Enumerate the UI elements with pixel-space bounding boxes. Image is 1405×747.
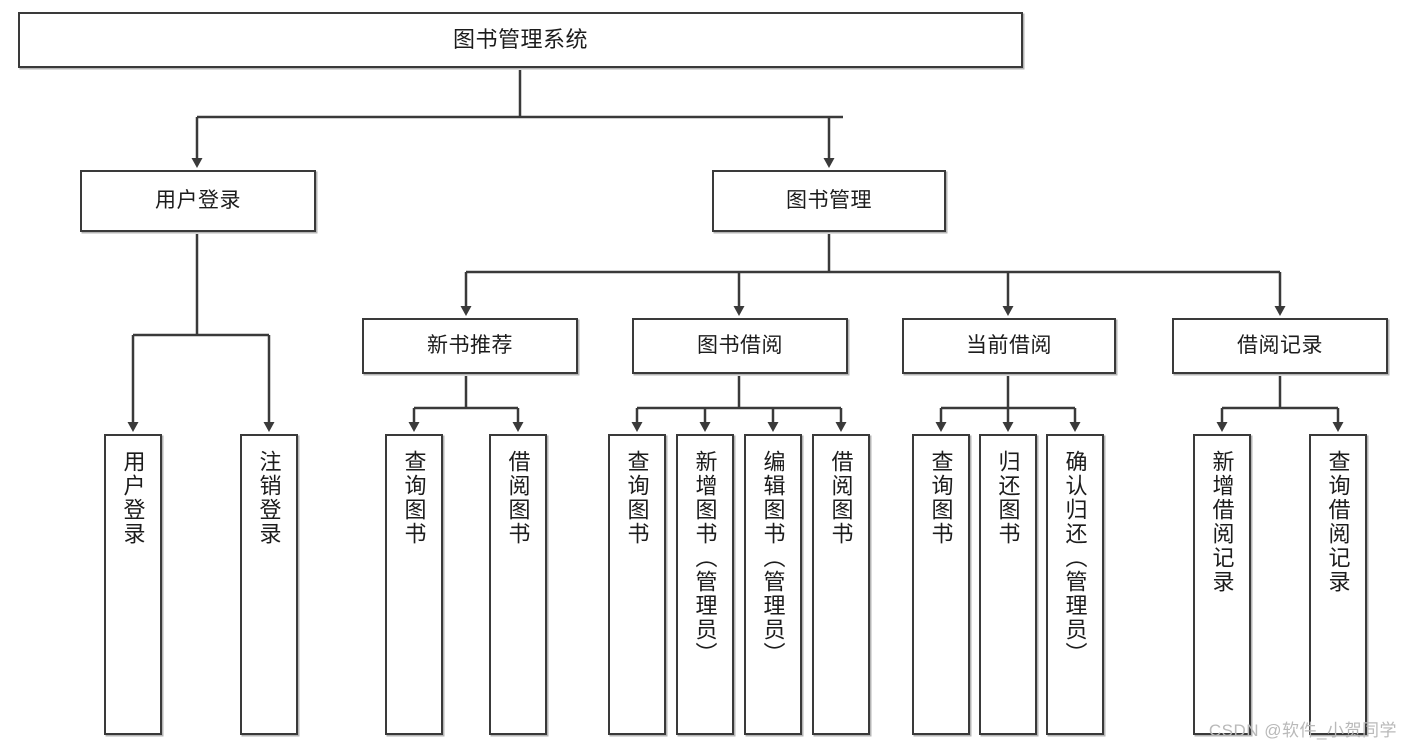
node-user-login[interactable]: 用户登录 bbox=[80, 170, 316, 232]
leaf-borrow-book-label: 借阅图书 bbox=[828, 450, 854, 546]
node-user-login-label: 用户登录 bbox=[155, 189, 241, 213]
node-book-borrow[interactable]: 图书借阅 bbox=[632, 318, 848, 374]
leaf-query-book-borrow-label: 查询图书 bbox=[624, 450, 650, 546]
leaf-query-borrow-record-label: 查询借阅记录 bbox=[1325, 450, 1351, 594]
leaf-borrow-book[interactable]: 借阅图书 bbox=[812, 434, 870, 735]
node-new-book-recommend[interactable]: 新书推荐 bbox=[362, 318, 578, 374]
node-borrow-records[interactable]: 借阅记录 bbox=[1172, 318, 1388, 374]
leaf-user-login[interactable]: 用户登录 bbox=[104, 434, 162, 735]
leaf-confirm-return-admin-label: 确认归还（管理员） bbox=[1062, 450, 1088, 666]
node-root-label: 图书管理系统 bbox=[452, 26, 588, 52]
leaf-borrow-book-recommend-label: 借阅图书 bbox=[505, 450, 531, 546]
csdn-watermark: CSDN @软件_小贺同学 bbox=[1208, 721, 1397, 740]
leaf-confirm-return-admin[interactable]: 确认归还（管理员） bbox=[1046, 434, 1104, 735]
node-borrow-records-label: 借阅记录 bbox=[1237, 334, 1323, 358]
leaf-return-book-label: 归还图书 bbox=[995, 450, 1021, 546]
node-book-management-label: 图书管理 bbox=[786, 189, 872, 213]
node-book-borrow-label: 图书借阅 bbox=[697, 334, 783, 358]
leaf-user-login-label: 用户登录 bbox=[120, 450, 146, 546]
node-current-borrow-label: 当前借阅 bbox=[966, 334, 1052, 358]
leaf-add-borrow-record-label: 新增借阅记录 bbox=[1209, 450, 1235, 594]
leaf-edit-book-admin-label: 编辑图书（管理员） bbox=[760, 450, 786, 666]
leaf-borrow-book-recommend[interactable]: 借阅图书 bbox=[489, 434, 547, 735]
leaf-logout[interactable]: 注销登录 bbox=[240, 434, 298, 735]
leaf-add-borrow-record[interactable]: 新增借阅记录 bbox=[1193, 434, 1251, 735]
leaf-add-book-admin-label: 新增图书（管理员） bbox=[692, 450, 718, 666]
leaf-query-book-current[interactable]: 查询图书 bbox=[912, 434, 970, 735]
node-current-borrow[interactable]: 当前借阅 bbox=[902, 318, 1116, 374]
node-root[interactable]: 图书管理系统 bbox=[18, 12, 1023, 68]
leaf-return-book[interactable]: 归还图书 bbox=[979, 434, 1037, 735]
leaf-query-book-recommend-label: 查询图书 bbox=[401, 450, 427, 546]
leaf-query-book-borrow[interactable]: 查询图书 bbox=[608, 434, 666, 735]
node-book-management[interactable]: 图书管理 bbox=[712, 170, 946, 232]
leaf-query-borrow-record[interactable]: 查询借阅记录 bbox=[1309, 434, 1367, 735]
node-new-book-recommend-label: 新书推荐 bbox=[427, 334, 513, 358]
leaf-query-book-recommend[interactable]: 查询图书 bbox=[385, 434, 443, 735]
leaf-edit-book-admin[interactable]: 编辑图书（管理员） bbox=[744, 434, 802, 735]
leaf-add-book-admin[interactable]: 新增图书（管理员） bbox=[676, 434, 734, 735]
leaf-query-book-current-label: 查询图书 bbox=[928, 450, 954, 546]
leaf-logout-label: 注销登录 bbox=[256, 450, 282, 546]
